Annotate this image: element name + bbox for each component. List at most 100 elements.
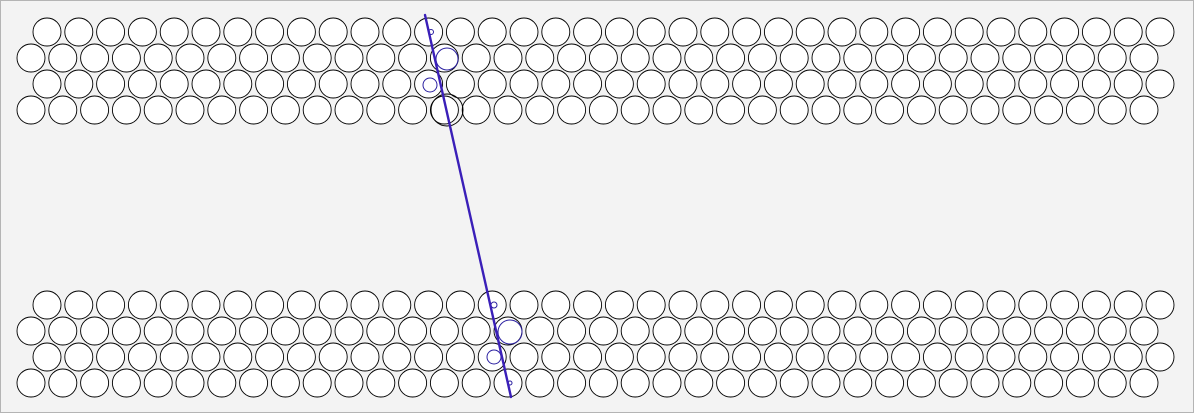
- packed-circle: [779, 43, 809, 73]
- packed-circle: [1002, 316, 1032, 346]
- packed-circle: [732, 290, 762, 320]
- packed-circle: [255, 17, 285, 47]
- packed-circle: [827, 69, 857, 99]
- packed-circle: [318, 342, 348, 372]
- packed-circle: [207, 368, 237, 398]
- packed-circle: [922, 342, 952, 372]
- packed-circle: [604, 69, 634, 99]
- packed-circle: [795, 17, 825, 47]
- packed-circle: [175, 368, 205, 398]
- packed-circle: [684, 316, 714, 346]
- packed-circle: [747, 43, 777, 73]
- packed-circle: [891, 69, 921, 99]
- packed-circle: [668, 290, 698, 320]
- packed-circle: [175, 316, 205, 346]
- packed-circle: [366, 316, 396, 346]
- packed-circle: [429, 316, 459, 346]
- packed-circle: [223, 290, 253, 320]
- packed-circle: [32, 69, 62, 99]
- packed-circle: [334, 368, 364, 398]
- packed-circle: [175, 43, 205, 73]
- packed-circle: [1097, 95, 1127, 125]
- packed-circle: [64, 69, 94, 99]
- packed-circle: [286, 290, 316, 320]
- packed-circle: [445, 290, 475, 320]
- highlight-circle: [422, 77, 438, 93]
- packed-circle: [1113, 69, 1143, 99]
- packed-circle: [286, 69, 316, 99]
- packed-circle: [1018, 69, 1048, 99]
- packed-circle: [255, 342, 285, 372]
- packed-circle: [159, 69, 189, 99]
- packed-circle: [32, 17, 62, 47]
- packed-circle: [747, 95, 777, 125]
- packed-circle: [350, 69, 380, 99]
- packed-circle: [827, 342, 857, 372]
- packed-circle: [445, 69, 475, 99]
- packed-circle: [557, 43, 587, 73]
- packed-circle: [1113, 17, 1143, 47]
- packed-circle: [938, 43, 968, 73]
- packed-circle: [445, 17, 475, 47]
- packed-circle: [1081, 69, 1111, 99]
- packed-circle: [96, 69, 126, 99]
- packed-circle: [541, 290, 571, 320]
- packed-circle: [302, 95, 332, 125]
- packed-circle: [414, 69, 444, 99]
- packed-circle: [239, 368, 269, 398]
- packed-circle: [350, 290, 380, 320]
- packed-circle: [286, 342, 316, 372]
- packed-circle: [207, 43, 237, 73]
- packed-circle: [541, 69, 571, 99]
- packed-circle: [811, 368, 841, 398]
- packed-circle: [716, 95, 746, 125]
- packed-circle: [398, 95, 428, 125]
- packed-circle: [700, 17, 730, 47]
- packed-circle: [382, 17, 412, 47]
- packed-circle: [1145, 17, 1175, 47]
- packed-circle: [159, 342, 189, 372]
- packed-circle: [239, 95, 269, 125]
- packed-circle: [652, 316, 682, 346]
- packed-circle: [509, 290, 539, 320]
- packed-circle: [96, 290, 126, 320]
- packed-circle: [700, 290, 730, 320]
- packed-circle: [1145, 290, 1175, 320]
- top-band: [16, 17, 1175, 125]
- packed-circle: [811, 43, 841, 73]
- packed-circle: [541, 17, 571, 47]
- packed-circle: [80, 368, 110, 398]
- packed-circle: [588, 316, 618, 346]
- packed-circle: [350, 17, 380, 47]
- packed-circle: [509, 69, 539, 99]
- packed-circle: [398, 316, 428, 346]
- packed-circle: [80, 95, 110, 125]
- packed-circle: [986, 342, 1016, 372]
- packed-circle: [938, 316, 968, 346]
- packed-circle: [334, 95, 364, 125]
- packed-circle: [843, 43, 873, 73]
- packed-circle: [48, 368, 78, 398]
- packed-circle: [954, 290, 984, 320]
- packed-circle: [700, 342, 730, 372]
- packed-circle: [96, 342, 126, 372]
- packed-circle: [382, 342, 412, 372]
- packed-circle: [922, 17, 952, 47]
- packed-circle: [668, 342, 698, 372]
- packed-circle: [1097, 43, 1127, 73]
- packed-circle: [747, 316, 777, 346]
- packed-circle: [223, 69, 253, 99]
- packed-circle: [1065, 43, 1095, 73]
- packed-circle: [1113, 342, 1143, 372]
- packed-circle: [986, 290, 1016, 320]
- packed-circle: [16, 95, 46, 125]
- packed-circle: [716, 316, 746, 346]
- packed-circle: [1018, 342, 1048, 372]
- packed-circle: [477, 69, 507, 99]
- packed-circle: [938, 95, 968, 125]
- packed-circle: [1065, 316, 1095, 346]
- packed-circle: [732, 69, 762, 99]
- packed-circle: [1129, 95, 1159, 125]
- packed-circle: [779, 368, 809, 398]
